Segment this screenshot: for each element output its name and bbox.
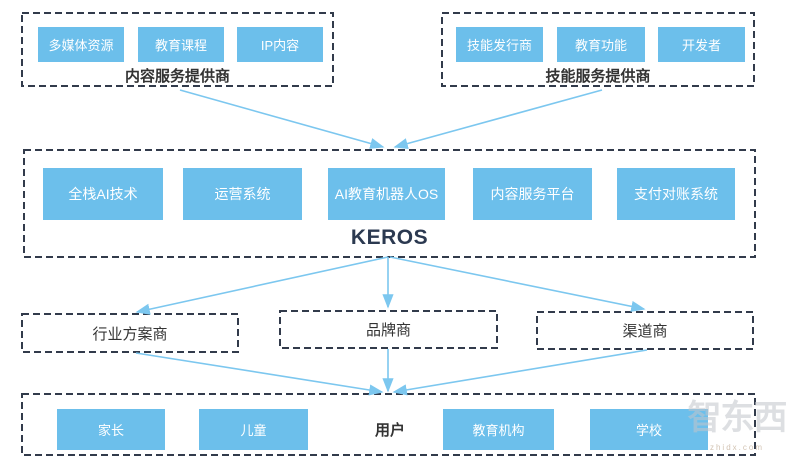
chip-multimedia-resources: 多媒体资源 — [38, 27, 124, 62]
arrow-keros-to-channel — [389, 256, 646, 312]
arrow-channel-to-users — [392, 349, 648, 396]
chip-ai-education-robot-os: AI教育机器人OS — [328, 168, 445, 220]
keros-border — [23, 149, 756, 258]
chip-fullstack-ai: 全栈AI技术 — [43, 168, 163, 220]
users-border — [21, 393, 756, 456]
channel-provider-label: 渠道商 — [622, 323, 668, 340]
chip-payment-reconciliation-system: 支付对账系统 — [617, 168, 735, 220]
arrow-keros-to-industry — [135, 256, 389, 315]
content-providers-border — [21, 12, 334, 87]
industry-solution-border — [21, 313, 239, 353]
industry-solution-provider-label: 行业方案商 — [92, 325, 168, 343]
chip-schools: 学校 — [590, 409, 708, 450]
arrow-content-to-keros — [179, 89, 385, 149]
arrow-skill-to-keros — [393, 89, 603, 150]
content-providers-label: 内容服务提供商 — [124, 68, 230, 85]
chip-operations-system: 运营系统 — [183, 168, 302, 220]
arrow-industry-to-users — [135, 352, 384, 396]
skill-providers-label: 技能服务提供商 — [545, 68, 651, 85]
chip-ip-content: IP内容 — [237, 27, 323, 62]
chip-skill-publisher: 技能发行商 — [456, 27, 543, 62]
chip-education-courses: 教育课程 — [138, 27, 224, 62]
chip-education-functions: 教育功能 — [557, 27, 645, 62]
chip-education-institutions: 教育机构 — [443, 409, 554, 450]
chip-parents: 家长 — [57, 409, 165, 450]
brand-border — [279, 310, 498, 349]
skill-providers-border — [441, 12, 755, 87]
chip-children: 儿童 — [199, 409, 308, 450]
users-label: 用户 — [374, 421, 405, 439]
brand-provider-label: 品牌商 — [365, 322, 411, 339]
keros-title: KEROS — [350, 226, 429, 249]
chip-developers: 开发者 — [658, 27, 745, 62]
chip-content-service-platform: 内容服务平台 — [473, 168, 592, 220]
channel-border — [536, 311, 754, 350]
